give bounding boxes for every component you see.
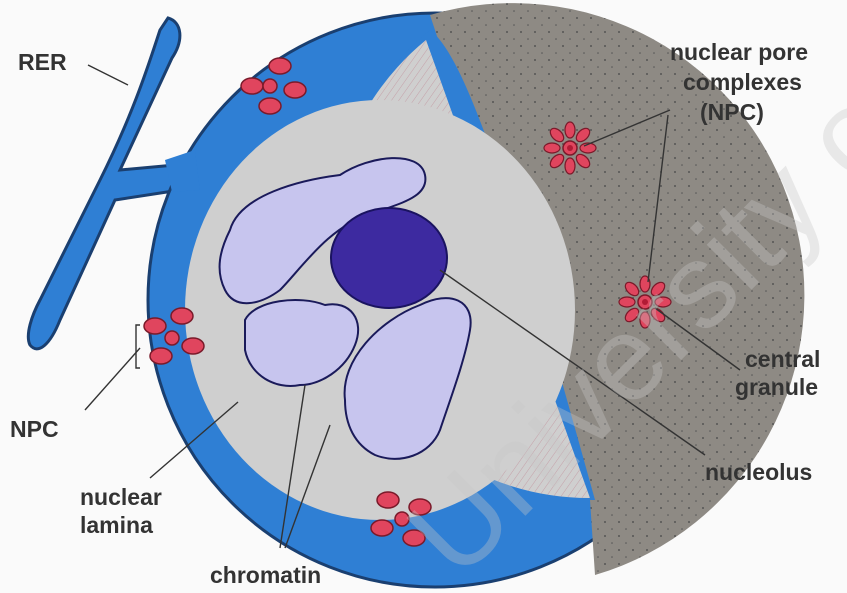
label-npc-right-2: complexes: [683, 69, 802, 95]
label-nuclear-lamina-2: lamina: [80, 512, 153, 538]
npc-rosette-1: [544, 122, 596, 174]
leader-rer: [88, 65, 128, 85]
npc-bracket: [136, 325, 140, 368]
label-central-granule-2: granule: [735, 374, 818, 400]
nucleolus-body: [331, 208, 447, 308]
label-npc-left: NPC: [10, 416, 59, 442]
leader-npc-left: [85, 348, 140, 410]
label-npc-right-1: nuclear pore: [670, 39, 808, 65]
label-nucleolus: nucleolus: [705, 459, 812, 485]
label-npc-right-3: (NPC): [700, 99, 764, 125]
label-nuclear-lamina-1: nuclear: [80, 484, 162, 510]
label-chromatin: chromatin: [210, 562, 321, 588]
label-central-granule-1: central: [745, 346, 820, 372]
label-rer: RER: [18, 49, 67, 75]
